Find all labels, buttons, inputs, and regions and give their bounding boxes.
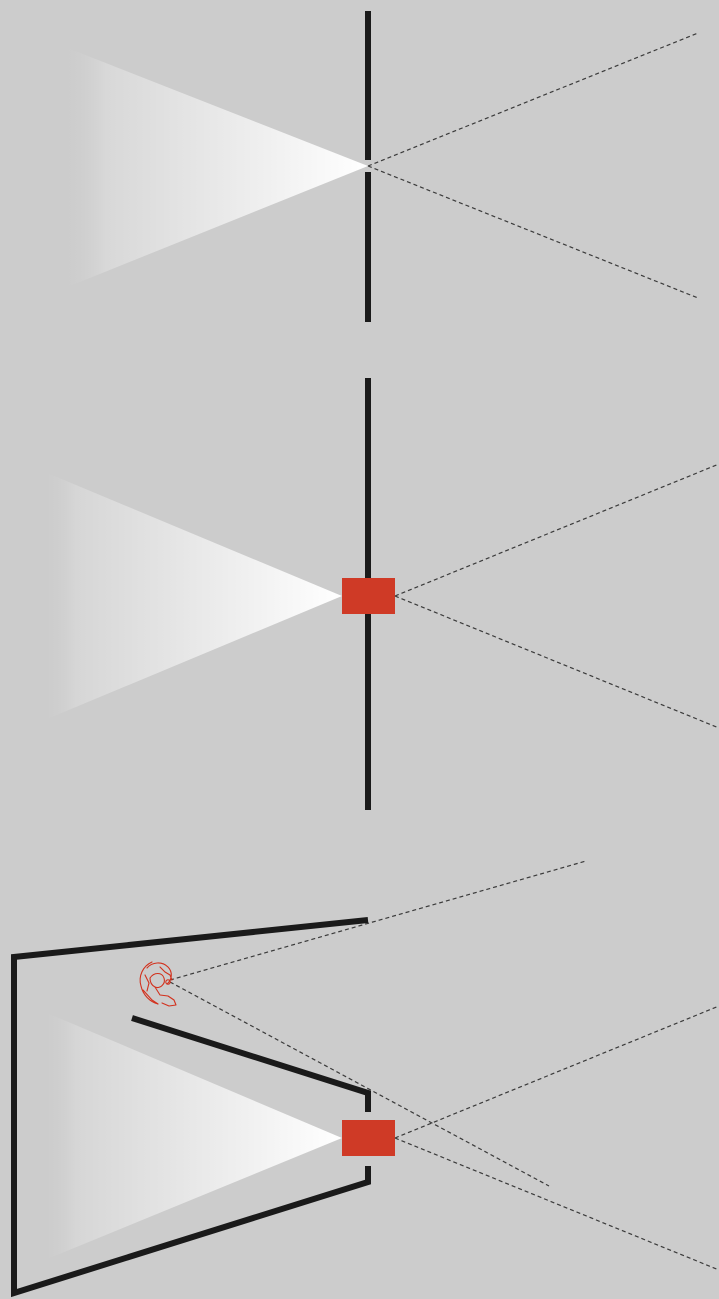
sight-line-lower: [395, 1138, 719, 1270]
panel-pinhole: [60, 11, 698, 322]
observer-figure: [140, 962, 176, 1006]
sight-line-upper: [368, 33, 698, 166]
light-cone: [60, 45, 368, 290]
camera: [342, 578, 395, 614]
sight-line-lower: [395, 596, 719, 728]
observer-sight-line-upper: [170, 861, 586, 980]
panel-camera-in-wall: [40, 378, 719, 810]
sight-line-upper: [395, 1006, 719, 1138]
panel-camera-in-chamber: [14, 861, 719, 1293]
sight-line-upper: [395, 464, 719, 596]
sight-line-lower: [368, 166, 698, 298]
light-cone: [40, 470, 342, 722]
camera: [342, 1120, 395, 1156]
light-cone: [40, 1010, 342, 1262]
